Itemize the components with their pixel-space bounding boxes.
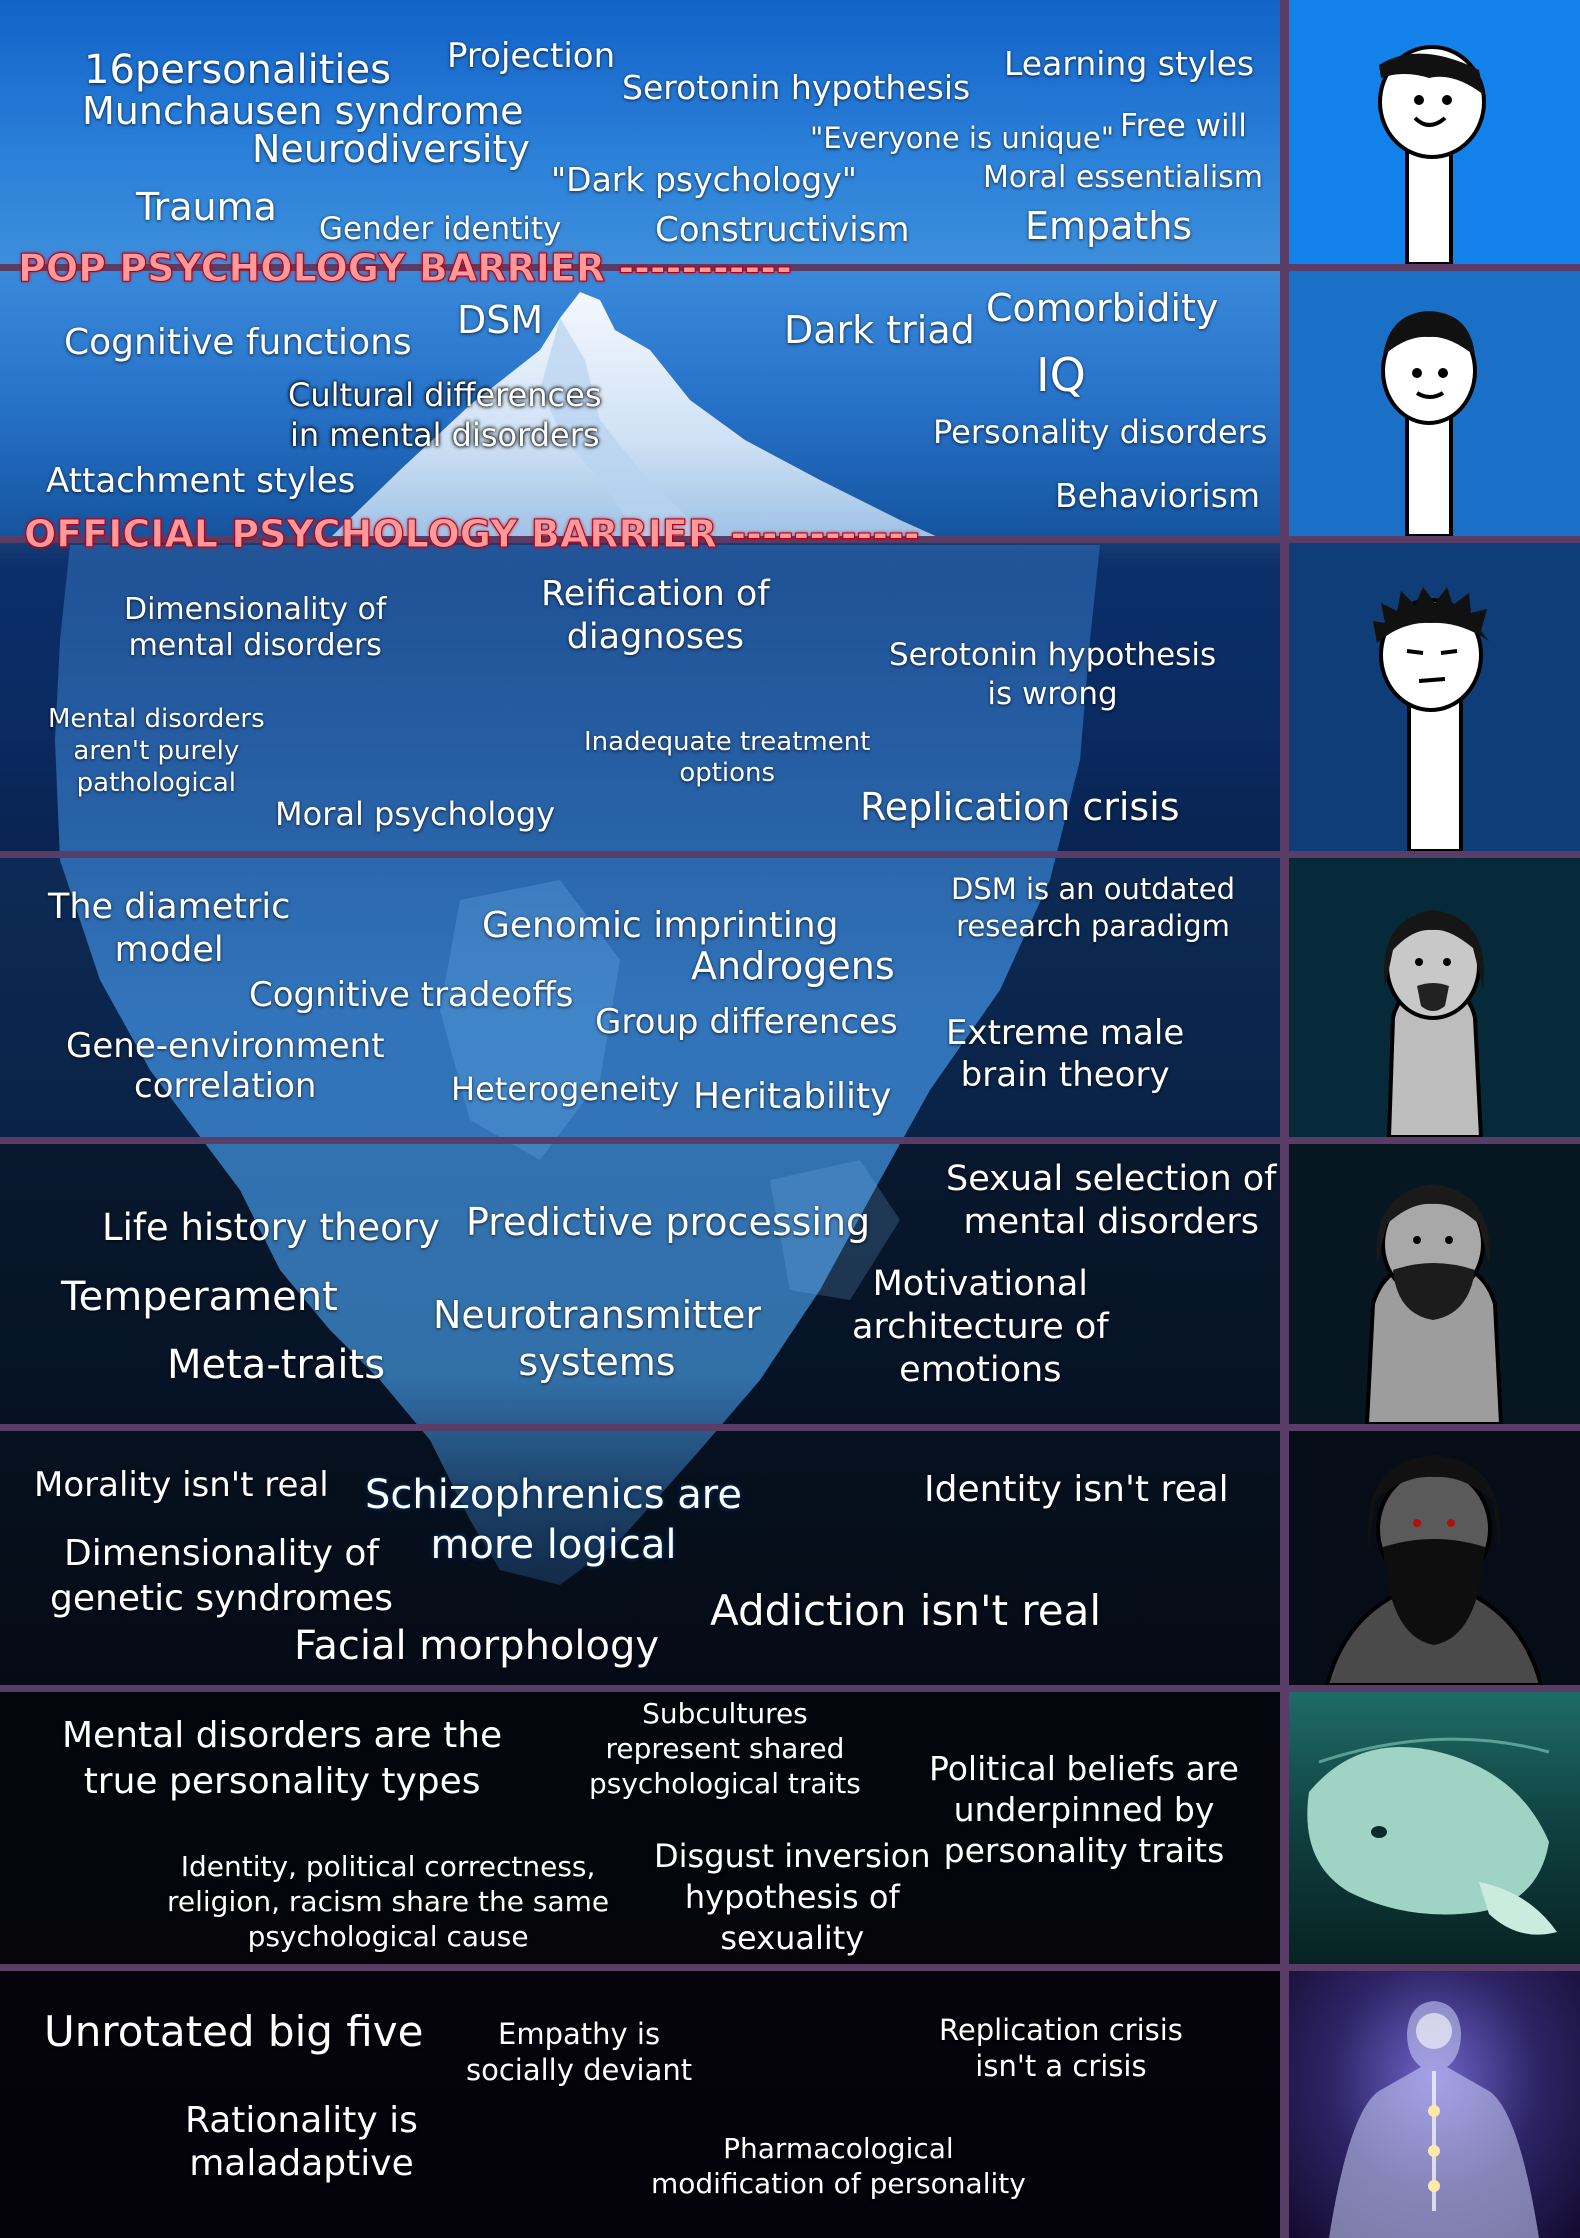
tier-4-label: Heritability: [693, 1076, 892, 1117]
smiling-stick-figure-portrait: [1289, 0, 1580, 264]
official-psychology-barrier: OFFICIAL PSYCHOLOGY BARRIER ------------: [24, 512, 921, 557]
bearded-long-hair-figure-portrait: [1289, 858, 1580, 1137]
content-stick-figure-portrait: [1289, 271, 1580, 536]
tier-4-label: Extreme male brain theory: [946, 1013, 1185, 1095]
tier-5-label: Sexual selection of mental disorders: [946, 1159, 1277, 1242]
tier-2-label: Attachment styles: [46, 461, 356, 501]
tier-3-label: Replication crisis: [860, 785, 1180, 829]
tier-7-label: Political beliefs are underpinned by per…: [929, 1749, 1239, 1870]
iceberg-illustration: [0, 292, 1280, 1585]
tier-divider-5: [0, 1424, 1580, 1431]
tier-3-label: Serotonin hypothesis is wrong: [889, 637, 1217, 712]
tier-3-label: Mental disorders aren't purely pathologi…: [48, 704, 265, 798]
tier-1-label: Munchausen syndrome: [82, 89, 524, 133]
tier-8-background: [0, 1967, 1280, 2238]
tier-1-label: "Dark psychology": [551, 160, 857, 199]
tier-1-label: Gender identity: [319, 211, 562, 247]
tier-4-label: Androgens: [691, 944, 895, 988]
tier-4-label: DSM is an outdated research paradigm: [951, 872, 1236, 943]
tier-6-label: Morality isn't real: [34, 1465, 329, 1505]
tier-1-background: [0, 0, 1280, 267]
tier-divider-6: [0, 1685, 1580, 1692]
tier-7-background: [0, 1688, 1280, 1967]
tier-2-label: Cultural differences in mental disorders: [288, 376, 602, 454]
tier-1-label: Empaths: [1025, 204, 1193, 248]
tier-5-label: Life history theory: [102, 1206, 440, 1249]
tier-7-label: Subcultures represent shared psychologic…: [589, 1697, 861, 1800]
tier-divider-7: [0, 1964, 1580, 1971]
tier-1-label: "Everyone is unique": [810, 121, 1115, 155]
tier-1-label: 16personalities: [84, 47, 391, 93]
tier-5-label: Temperament: [61, 1274, 338, 1320]
tier-5-label: Meta-traits: [167, 1342, 386, 1388]
tier-4-label: Gene-environment correlation: [66, 1026, 385, 1106]
tier-1-label: Free will: [1120, 108, 1247, 144]
messy-hair-stick-figure-portrait: [1289, 543, 1580, 851]
tier-6-label: Schizophrenics are more logical: [365, 1472, 742, 1568]
tier-3-label: Inadequate treatment options: [584, 727, 871, 788]
tier-6-label: Dimensionality of genetic syndromes: [50, 1533, 394, 1619]
tier-5-label: Motivational architecture of emotions: [852, 1264, 1109, 1390]
tier-4-label: Genomic imprinting: [482, 905, 839, 946]
beluga-whale-portrait: [1289, 1692, 1580, 1964]
tier-8-label: Unrotated big five: [44, 2007, 424, 2056]
tier-8-label: Pharmacological modification of personal…: [651, 2132, 1026, 2200]
tier-2-label: IQ: [1036, 348, 1086, 402]
tier-1-label: Trauma: [136, 185, 277, 229]
tier-2-label: Cognitive functions: [64, 322, 412, 363]
tier-6-label: Facial morphology: [294, 1623, 660, 1669]
tier-2-label: Personality disorders: [933, 413, 1268, 451]
tier-5-label: Neurotransmitter systems: [433, 1293, 761, 1384]
tier-7-label: Disgust inversion hypothesis of sexualit…: [654, 1837, 931, 1957]
tier-4-label: Heterogeneity: [451, 1070, 680, 1108]
tier-1-label: Constructivism: [655, 210, 910, 250]
pop-psychology-barrier: POP PSYCHOLOGY BARRIER -----------: [18, 246, 793, 291]
tier-1-label: Moral essentialism: [983, 160, 1264, 195]
vertical-divider: [1280, 0, 1289, 2238]
tier-1-label: Serotonin hypothesis: [622, 68, 971, 107]
tier-2-label: Dark triad: [784, 308, 975, 352]
tier-4-label: Cognitive tradeoffs: [249, 975, 574, 1015]
tier-2-label: DSM: [457, 298, 544, 342]
tier-2-label: Behaviorism: [1055, 476, 1261, 515]
tier-2-label: Comorbidity: [986, 286, 1219, 330]
tier-7-label: Mental disorders are the true personalit…: [62, 1715, 503, 1802]
tier-7-label: Identity, political correctness, religio…: [167, 1850, 610, 1953]
tier-4-label: The diametric model: [48, 887, 291, 970]
tier-1-label: Neurodiversity: [252, 127, 530, 171]
tier-6-label: Identity isn't real: [924, 1469, 1229, 1510]
tier-5-label: Predictive processing: [466, 1200, 871, 1244]
shaggy-dark-figure-portrait: [1289, 1431, 1580, 1685]
grey-bearded-figure-portrait: [1289, 1144, 1580, 1424]
glowing-astral-figure-portrait: [1289, 1971, 1580, 2238]
tier-3-label: Moral psychology: [275, 795, 556, 833]
tier-divider-2: [0, 536, 1580, 543]
tier-8-label: Replication crisis isn't a crisis: [939, 2013, 1183, 2083]
tier-8-label: Rationality is maladaptive: [185, 2100, 418, 2184]
tier-divider-4: [0, 1137, 1580, 1144]
tier-1-label: Projection: [447, 36, 616, 76]
tier-3-label: Dimensionality of mental disorders: [124, 592, 387, 663]
tier-divider-1: [0, 264, 1580, 271]
tier-divider-3: [0, 851, 1580, 858]
tier-4-label: Group differences: [595, 1002, 898, 1042]
tier-6-label: Addiction isn't real: [710, 1586, 1102, 1635]
tier-1-label: Learning styles: [1004, 44, 1255, 83]
tier-3-label: Reification of diagnoses: [541, 574, 770, 657]
tier-8-label: Empathy is socially deviant: [466, 2017, 693, 2087]
